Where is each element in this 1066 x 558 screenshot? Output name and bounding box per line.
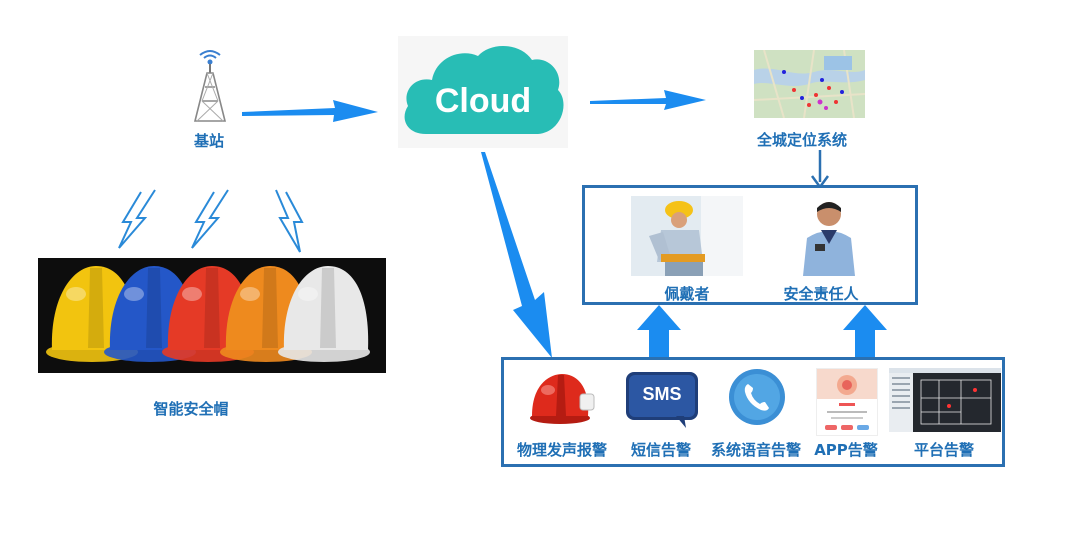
personnel-box: 佩戴者 安全责任人	[582, 185, 918, 305]
radio-tower-icon	[193, 50, 227, 122]
responsible-person-label: 安全责任人	[783, 285, 859, 303]
sms-alarm-label: 短信告警	[630, 441, 692, 459]
wearer-image	[631, 196, 743, 276]
helmet-icon	[278, 266, 370, 362]
app-alarm-screenshot	[816, 368, 878, 436]
signal-bolt-icon	[275, 189, 304, 253]
cloud-label: Cloud	[434, 82, 532, 120]
cloud-image: Cloud	[398, 36, 568, 148]
voice-alarm-label: 系统语音告警	[710, 441, 802, 459]
base-station-label: 基站	[193, 132, 225, 150]
physical-alarm-label: 物理发声报警	[516, 441, 608, 459]
signal-bolt-icon	[191, 189, 229, 249]
alarm-box: 物理发声报警 SMS 短信告警 系统语音告警 APP告警	[501, 357, 1005, 467]
platform-alarm-label: 平台告警	[913, 441, 975, 459]
app-alarm-label: APP告警	[814, 441, 878, 459]
sms-icon-text: SMS	[642, 384, 682, 404]
red-helmet-icon	[530, 374, 595, 424]
platform-alarm-screenshot	[889, 368, 1001, 432]
signal-bolt-icon	[118, 189, 156, 249]
wearer-label: 佩戴者	[664, 285, 710, 303]
city-map-image	[754, 50, 865, 118]
cloud-icon	[404, 45, 564, 134]
city-positioning-label: 全城定位系统	[756, 131, 848, 149]
sms-icon: SMS	[626, 372, 698, 428]
smart-helmet-label: 智能安全帽	[153, 400, 229, 418]
phone-icon	[729, 369, 785, 425]
smart-helmets-image	[38, 258, 386, 373]
responsible-person-image	[791, 194, 865, 276]
